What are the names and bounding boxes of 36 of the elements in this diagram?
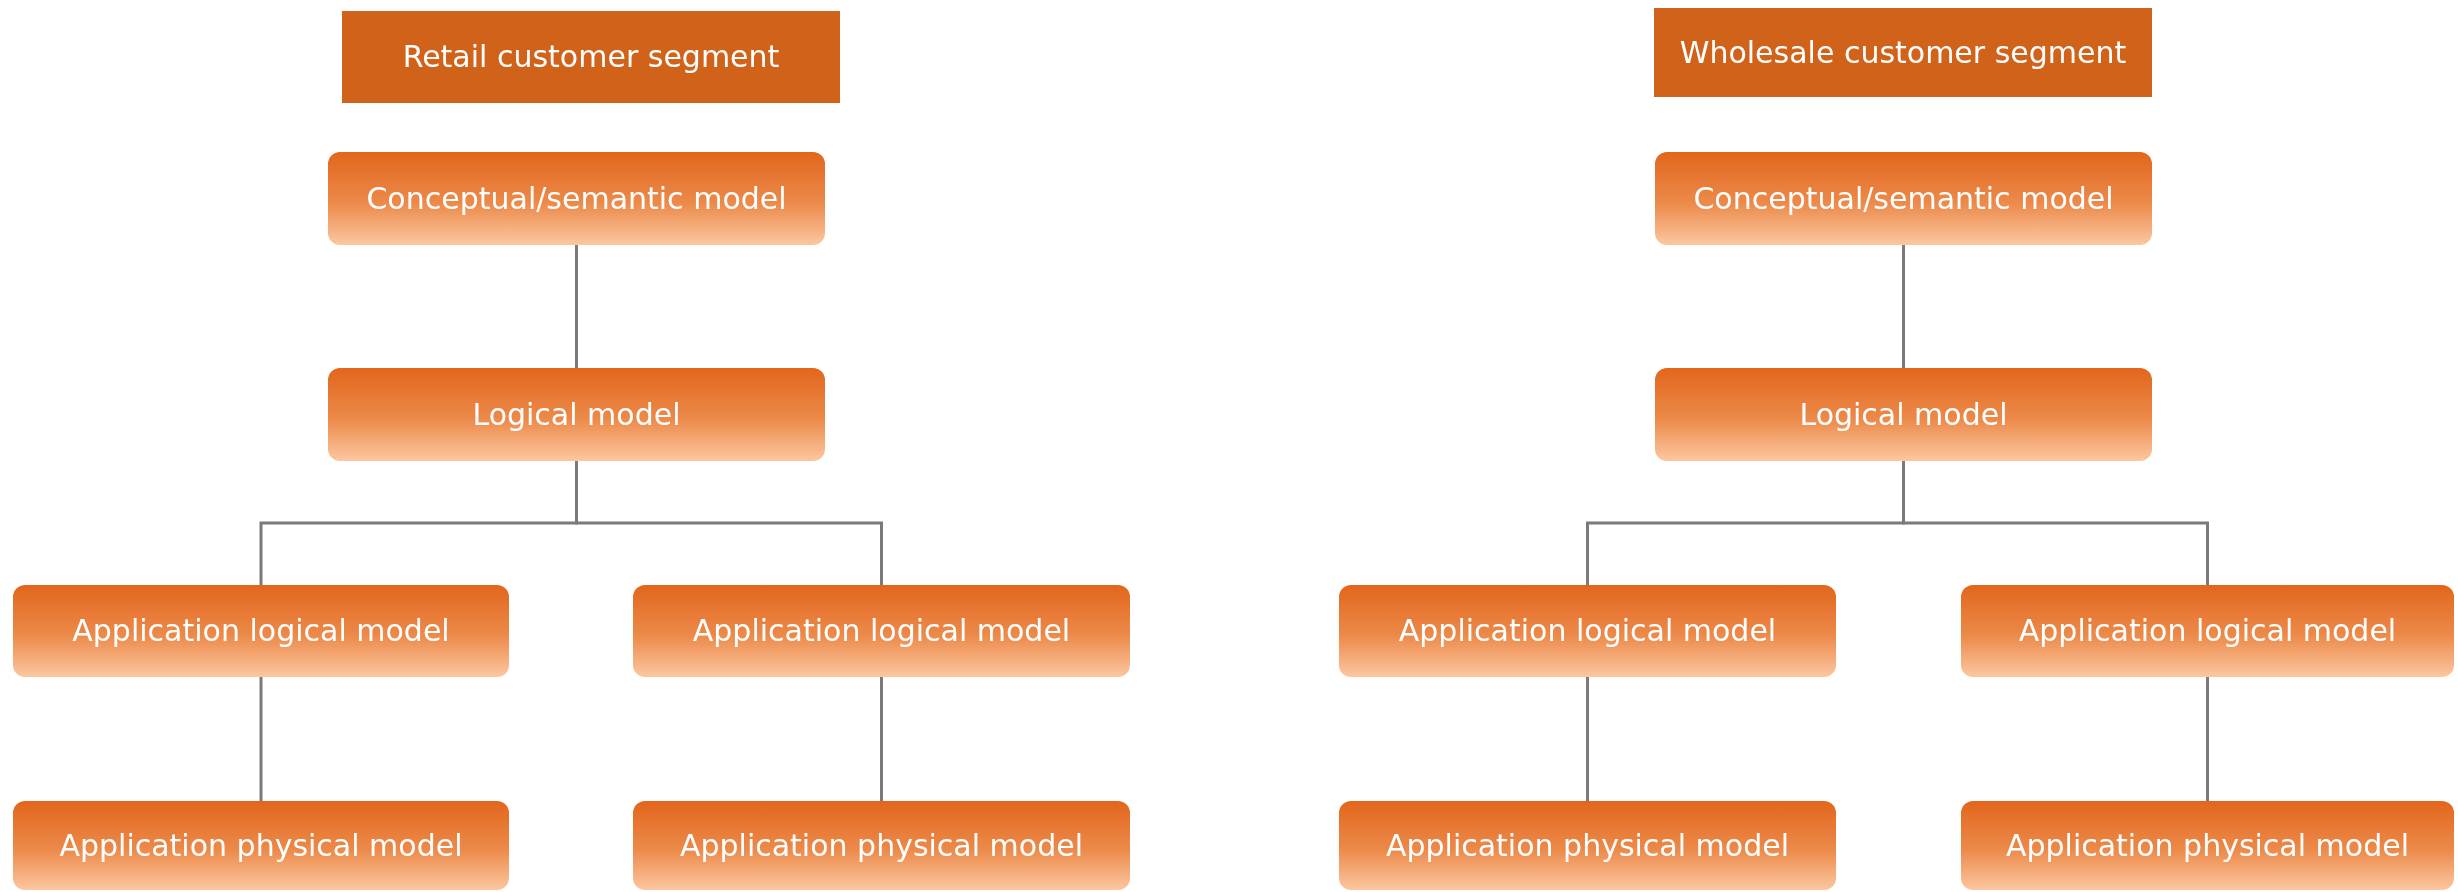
model-box [1655,368,2152,461]
connector-line [1902,461,2209,585]
model-box [1961,585,2454,677]
connector-line [1586,677,1589,801]
box-label: Application logical model [692,612,1071,650]
box-label: Retail customer segment [402,38,780,76]
box-label: Application logical model [1398,612,1777,650]
model-box [328,152,825,245]
box-label: Application physical model [1385,826,1790,865]
model-box [633,801,1130,890]
connector-line [575,245,578,368]
model-box [13,585,509,677]
box-label: Conceptual/semantic model [366,179,787,218]
model-box [1961,801,2454,890]
model-box [633,585,1130,677]
model-box [328,368,825,461]
box-label: Wholesale customer segment [1679,33,2127,72]
connector-line [880,677,883,801]
model-box [1339,801,1836,890]
connector-line [575,461,883,585]
connector-line [259,677,263,801]
segment-header-box [1654,8,2152,97]
box-label: Application logical model [72,612,450,650]
connector-line [1902,245,1905,368]
box-label: Application logical model [2018,612,2397,650]
box-label: Application physical model [59,826,463,865]
box-label: Application physical model [679,826,1084,865]
box-label: Logical model [472,395,681,434]
box-label: Conceptual/semantic model [1693,179,2114,218]
connector-line [2206,677,2209,801]
segment-header-box [342,11,840,103]
model-box [13,801,509,890]
model-box [1339,585,1836,677]
model-box [1655,152,2152,245]
box-label: Logical model [1799,395,2008,434]
box-label: Application physical model [2005,826,2410,865]
